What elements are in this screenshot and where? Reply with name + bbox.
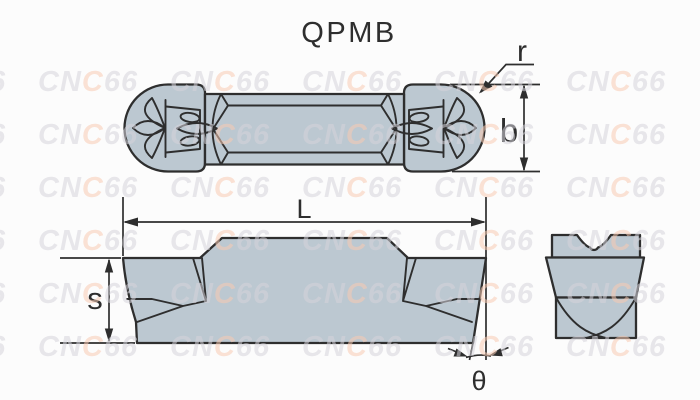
radius-leader-arrow bbox=[479, 80, 493, 94]
side-view bbox=[544, 233, 646, 340]
side-view-middle-section bbox=[544, 256, 646, 299]
right-head-petal-bottom bbox=[443, 127, 466, 159]
angle-arrow-left bbox=[453, 348, 468, 357]
front-angled-edge-extension bbox=[468, 342, 474, 361]
length-arrow-left bbox=[123, 217, 138, 227]
dimension-annotations bbox=[60, 63, 540, 360]
right-head-clamp-lines bbox=[408, 105, 444, 154]
drawing-title: QPMB bbox=[301, 17, 396, 49]
top-view-left-chevron bbox=[211, 93, 229, 166]
label-width: b bbox=[500, 112, 518, 149]
side-view-top-section bbox=[550, 233, 642, 259]
thickness-arrow-bottom bbox=[104, 328, 114, 343]
angle-arrow-right bbox=[489, 348, 503, 357]
left-head-dimple-bottom bbox=[179, 135, 201, 147]
front-left-cutting-edge-lines bbox=[126, 257, 207, 323]
length-arrow-right bbox=[471, 217, 486, 227]
right-neck-lens bbox=[391, 122, 433, 135]
side-view-curve-right bbox=[585, 296, 637, 339]
front-view bbox=[121, 236, 488, 361]
radius-leader-line bbox=[480, 63, 534, 93]
left-neck-lens bbox=[176, 122, 218, 135]
side-view-curve-left bbox=[555, 296, 607, 339]
angle-arc bbox=[465, 354, 492, 359]
right-head-dimple-top bbox=[408, 111, 430, 124]
right-head-dimple-bottom bbox=[408, 135, 430, 147]
top-view bbox=[123, 83, 486, 173]
label-angle: θ bbox=[471, 366, 486, 396]
left-head-petal-bottom bbox=[143, 127, 166, 159]
front-right-cutting-edge-lines bbox=[402, 257, 482, 323]
label-thickness: s bbox=[87, 281, 103, 316]
front-view-outline bbox=[121, 236, 488, 345]
thickness-arrow-top bbox=[104, 258, 114, 273]
width-arrow-top bbox=[519, 84, 529, 99]
label-length: L bbox=[296, 194, 311, 224]
left-head-clamp-lines bbox=[165, 105, 201, 154]
top-view-right-chevron bbox=[380, 93, 398, 166]
left-head-dimple-top bbox=[179, 111, 201, 124]
width-arrow-bottom bbox=[519, 157, 529, 172]
side-view-bottom-section bbox=[554, 296, 638, 340]
label-corner-radius: r bbox=[517, 35, 527, 68]
